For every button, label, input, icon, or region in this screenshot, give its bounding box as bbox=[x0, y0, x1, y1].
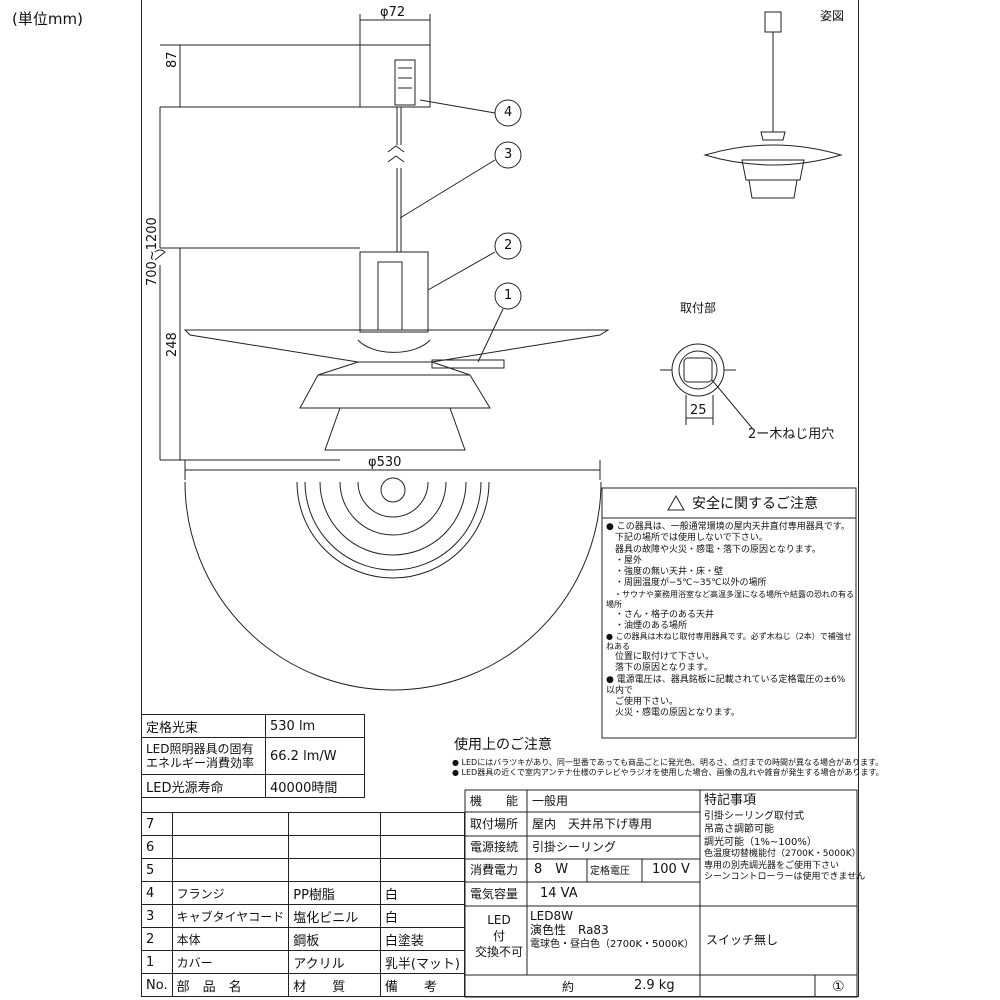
led-line2: 演色性 Ra83 bbox=[530, 923, 609, 937]
body-height-label: 248 bbox=[165, 332, 180, 357]
parts-cell-material: 鋼板 bbox=[288, 927, 381, 951]
callout-2-label: 2 bbox=[504, 238, 513, 253]
parts-cell-note bbox=[379, 812, 466, 836]
led-line3: 電球色・昼白色（2700K・5000K） bbox=[530, 939, 695, 950]
capacity-label: 電気容量 bbox=[470, 887, 519, 901]
parts-cell-name bbox=[171, 812, 290, 836]
weight-prefix: 約 bbox=[562, 980, 575, 994]
parts-cell-note: 白塗装 bbox=[379, 927, 466, 951]
parts-cell-no: 2 bbox=[141, 927, 173, 951]
volt-value: 100 V bbox=[652, 862, 690, 877]
parts-cell-name bbox=[171, 858, 290, 882]
canopy-dia-label: φ72 bbox=[380, 5, 406, 20]
led-label: LED 付 交換不可 bbox=[474, 913, 523, 960]
shade-bottom bbox=[324, 407, 466, 451]
callout-3 bbox=[494, 141, 522, 169]
body-housing bbox=[359, 251, 429, 333]
special-title: 特記事項 bbox=[704, 793, 757, 808]
parts-cell-no: 3 bbox=[141, 904, 173, 928]
mount-label: 取付部 bbox=[680, 301, 717, 315]
safety-notes: ● この器具は、一般通常環境の屋内天井直付専用器具です。 下記の場所では使用しな… bbox=[606, 522, 854, 719]
led-line1: LED8W bbox=[530, 909, 574, 923]
parts-cell-no: 5 bbox=[141, 858, 173, 882]
use-label: 機 能 bbox=[470, 794, 519, 808]
parts-cell-material bbox=[288, 812, 381, 836]
callout-1-label: 1 bbox=[504, 288, 513, 303]
parts-cell-no: 4 bbox=[141, 881, 173, 905]
parts-row: 6 bbox=[141, 835, 466, 859]
parts-cell-material: 塩化ビニル bbox=[288, 904, 381, 928]
parts-cell-note: 白 bbox=[379, 904, 466, 928]
perspective-shade bbox=[703, 144, 843, 166]
mount-detail bbox=[671, 343, 725, 397]
parts-cell-material: アクリル bbox=[288, 950, 381, 974]
shade-top bbox=[183, 329, 610, 363]
parts-cell-name: カバー bbox=[171, 950, 290, 974]
use-value: 一般用 bbox=[532, 794, 569, 808]
parts-cell-material: PP樹脂 bbox=[288, 881, 381, 905]
callout-1 bbox=[494, 282, 522, 310]
parts-row: 5 bbox=[141, 858, 466, 882]
callout-4-label: 4 bbox=[504, 105, 513, 120]
power-value: 8 W bbox=[534, 862, 569, 877]
parts-cell-name bbox=[171, 835, 290, 859]
mount-hole-label: 2ー木ねじ用穴 bbox=[748, 427, 835, 442]
mount-width-label: 25 bbox=[690, 403, 707, 418]
parts-cell-no: 6 bbox=[141, 835, 173, 859]
capacity-value: 14 VA bbox=[540, 886, 578, 901]
usage-title: 使用上のご注意 bbox=[454, 737, 552, 753]
conn-label: 電源接続 bbox=[470, 840, 519, 854]
parts-cell-name: 本体 bbox=[171, 927, 290, 951]
conn-value: 引掛シーリング bbox=[532, 840, 617, 854]
callout-2 bbox=[494, 232, 522, 260]
hang-range-label: 700~1200 bbox=[145, 217, 160, 286]
parts-cell-no: 1 bbox=[141, 950, 173, 974]
perspective-canopy bbox=[764, 11, 782, 33]
parts-cell-material bbox=[288, 858, 381, 882]
parts-cell-note: 白 bbox=[379, 881, 466, 905]
plan-view-outer bbox=[184, 481, 602, 691]
parts-cell-material bbox=[288, 835, 381, 859]
parts-cell-note bbox=[379, 835, 466, 859]
place-label: 取付場所 bbox=[470, 817, 519, 831]
safety-title: 安全に関するご注意 bbox=[692, 496, 818, 512]
canopy bbox=[359, 44, 431, 108]
parts-cell-note: 乳半(マット) bbox=[379, 950, 466, 974]
special-lines: 引掛シーリング取付式吊高さ調節可能 調光可能（1%~100%）色温度切替機能付（… bbox=[704, 811, 866, 883]
unit-label: (単位mm) bbox=[12, 10, 83, 28]
parts-cell-name: フランジ bbox=[171, 881, 290, 905]
parts-row: 7 bbox=[141, 812, 466, 836]
place-value: 屋内 天井吊下げ専用 bbox=[532, 817, 653, 831]
canopy-height-label: 87 bbox=[165, 51, 180, 68]
parts-cell-no: 7 bbox=[141, 812, 173, 836]
weight-value: 2.9 kg bbox=[634, 978, 675, 993]
usage-notes: ● LEDにはバラツキがあり、同一型番であっても商品ごとに発光色、明るさ、点灯ま… bbox=[452, 758, 884, 777]
view-label: 姿図 bbox=[820, 9, 845, 23]
switch-note: スイッチ無し bbox=[706, 933, 779, 947]
power-label: 消費電力 bbox=[470, 863, 519, 877]
parts-cell-note bbox=[379, 858, 466, 882]
sheet-mark: ① bbox=[832, 979, 845, 995]
callout-3-label: 3 bbox=[504, 147, 513, 162]
shade-dia-label: φ530 bbox=[368, 455, 402, 470]
parts-cell-name: キャブタイヤコード bbox=[171, 904, 290, 928]
volt-label: 定格電圧 bbox=[590, 866, 630, 877]
shade-middle bbox=[299, 374, 491, 409]
